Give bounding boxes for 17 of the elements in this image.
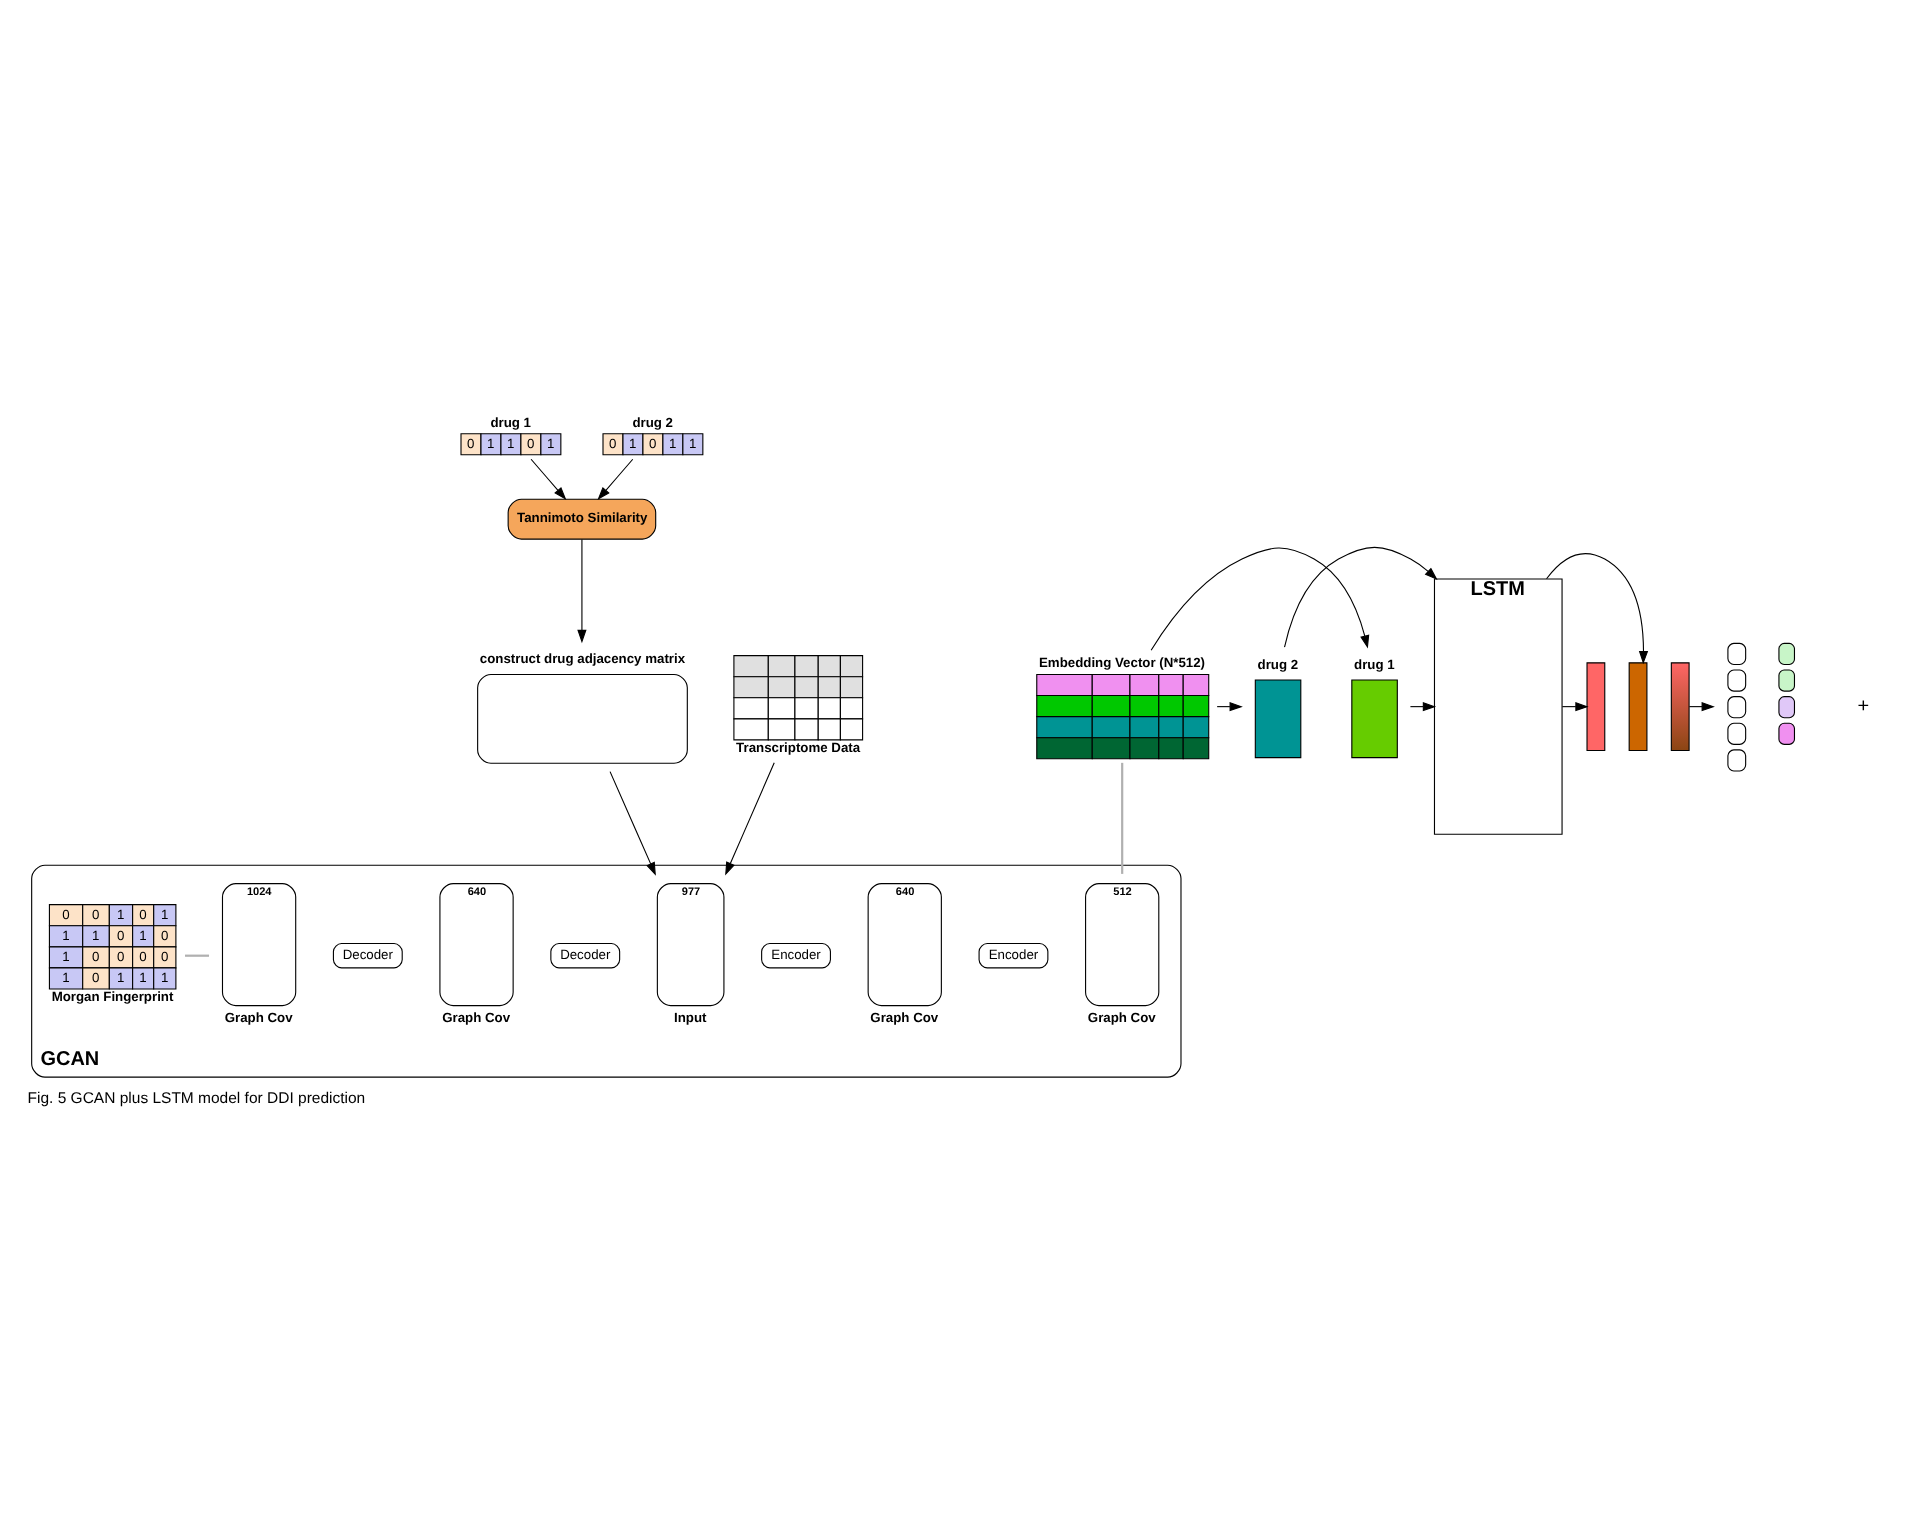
arrow	[725, 762, 775, 876]
node-box: LSTM	[1433, 578, 1563, 835]
arrow	[1283, 546, 1438, 648]
arrow	[577, 538, 587, 644]
node-bar	[1670, 662, 1690, 751]
connector	[185, 954, 210, 957]
node-bar	[1628, 662, 1648, 751]
arrow	[530, 458, 567, 501]
arrow	[1546, 553, 1649, 665]
connector	[1121, 762, 1124, 874]
arrow	[597, 458, 634, 501]
node-bar	[1586, 662, 1606, 751]
node-box	[477, 673, 688, 764]
arrow	[609, 771, 656, 876]
arrow	[1150, 547, 1370, 651]
label: +	[1857, 695, 1870, 718]
arrow	[1409, 701, 1437, 712]
